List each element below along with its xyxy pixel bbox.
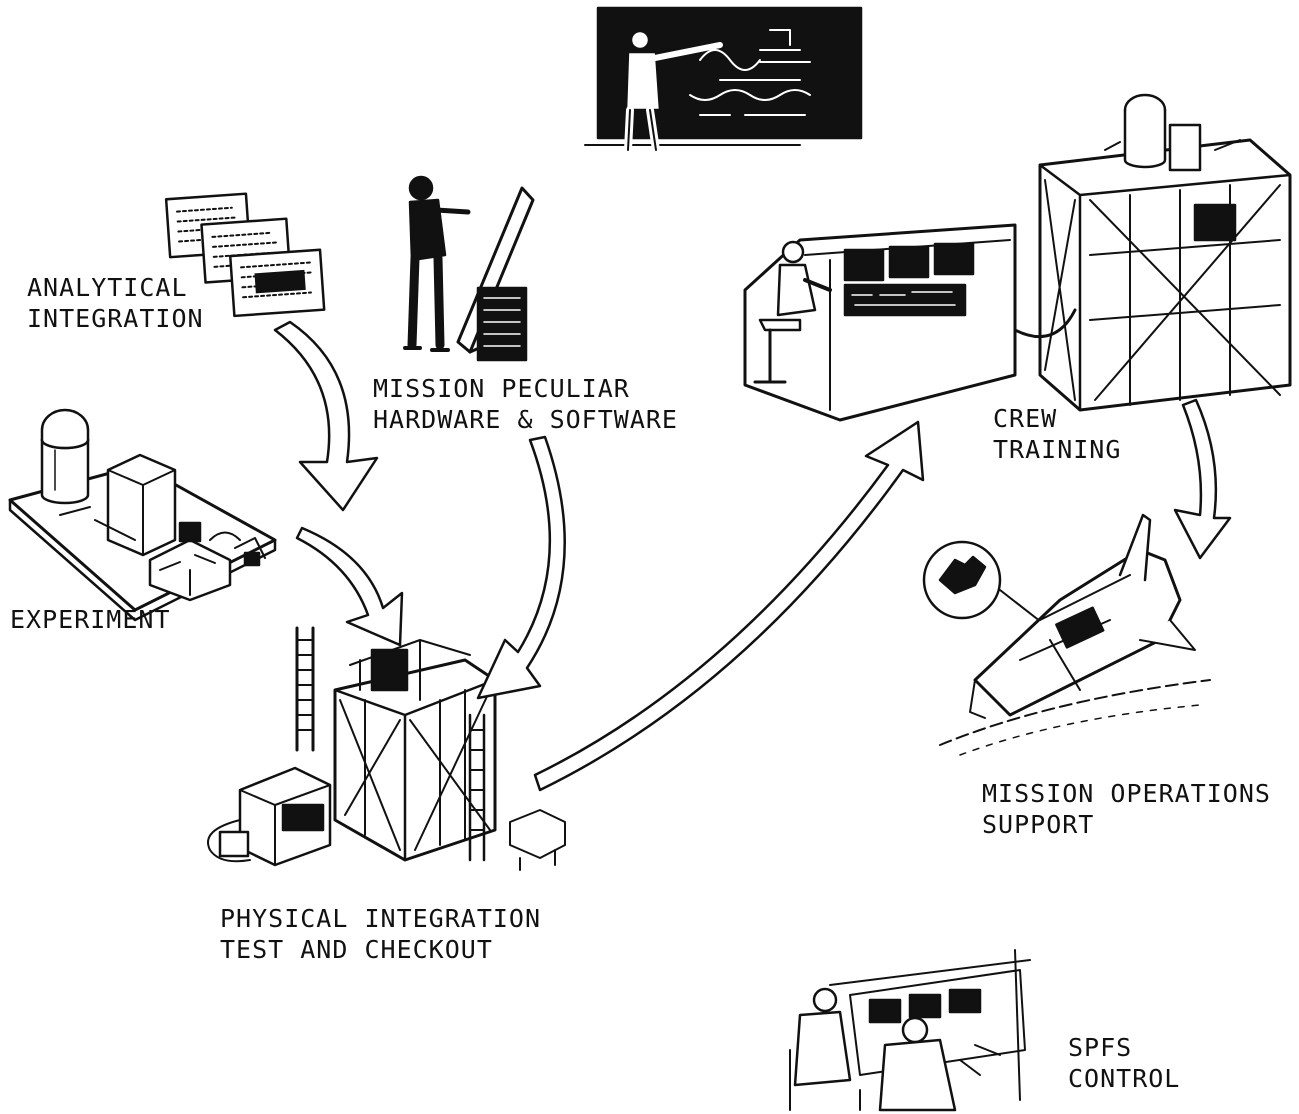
label-mission-ops-line2: SUPPORT (982, 810, 1095, 839)
spacelab-module-illustration (1013, 93, 1292, 412)
label-analytical-line2: INTEGRATION (27, 304, 204, 333)
label-spfs-line1: SPFS (1068, 1033, 1133, 1062)
crew-training-illustration (743, 223, 1017, 422)
draftsman-illustration (403, 175, 535, 362)
arrow-analytical-to-physical (273, 320, 379, 512)
arrow-hardware-to-physical (476, 435, 566, 700)
label-experiment-line1: EXPERIMENT (10, 605, 171, 634)
label-crew-line2: TRAINING (993, 435, 1122, 464)
analytical-integration-illustration (164, 192, 326, 318)
label-spfs-control: SPFS CONTROL (1068, 1032, 1180, 1094)
arrow-experiment-to-physical (295, 526, 404, 647)
label-spfs-line2: CONTROL (1068, 1064, 1181, 1093)
label-mission-hw-line1: MISSION PECULIAR (373, 374, 630, 403)
spfs-control-illustration (789, 949, 1031, 1112)
physical-integration-illustration (207, 626, 566, 871)
label-mission-ops-line1: MISSION OPERATIONS (982, 779, 1271, 808)
arrow-physical-to-crew (533, 420, 925, 792)
label-physical-line1: PHYSICAL INTEGRATION (220, 904, 542, 933)
label-experiment: EXPERIMENT (10, 604, 171, 635)
flow-arrows (273, 320, 1232, 792)
label-crew-line1: CREW (993, 404, 1058, 433)
label-mission-peculiar-hardware-software: MISSION PECULIAR HARDWARE & SOFTWARE (373, 373, 678, 435)
arrow-crew-to-ops (1173, 398, 1232, 560)
label-analytical-line1: ANALYTICAL (27, 273, 188, 302)
chalkboard-lecture-illustration (584, 6, 863, 154)
label-mission-hw-line2: HARDWARE & SOFTWARE (373, 405, 678, 434)
experiment-illustration (8, 408, 277, 622)
label-crew-training: CREW TRAINING (993, 403, 1121, 465)
label-physical-integration: PHYSICAL INTEGRATION TEST AND CHECKOUT (220, 903, 541, 965)
label-physical-line2: TEST AND CHECKOUT (220, 935, 493, 964)
label-mission-operations-support: MISSION OPERATIONS SUPPORT (982, 778, 1271, 840)
label-analytical-integration: ANALYTICAL INTEGRATION (27, 272, 204, 334)
shuttle-illustration (922, 513, 1211, 756)
